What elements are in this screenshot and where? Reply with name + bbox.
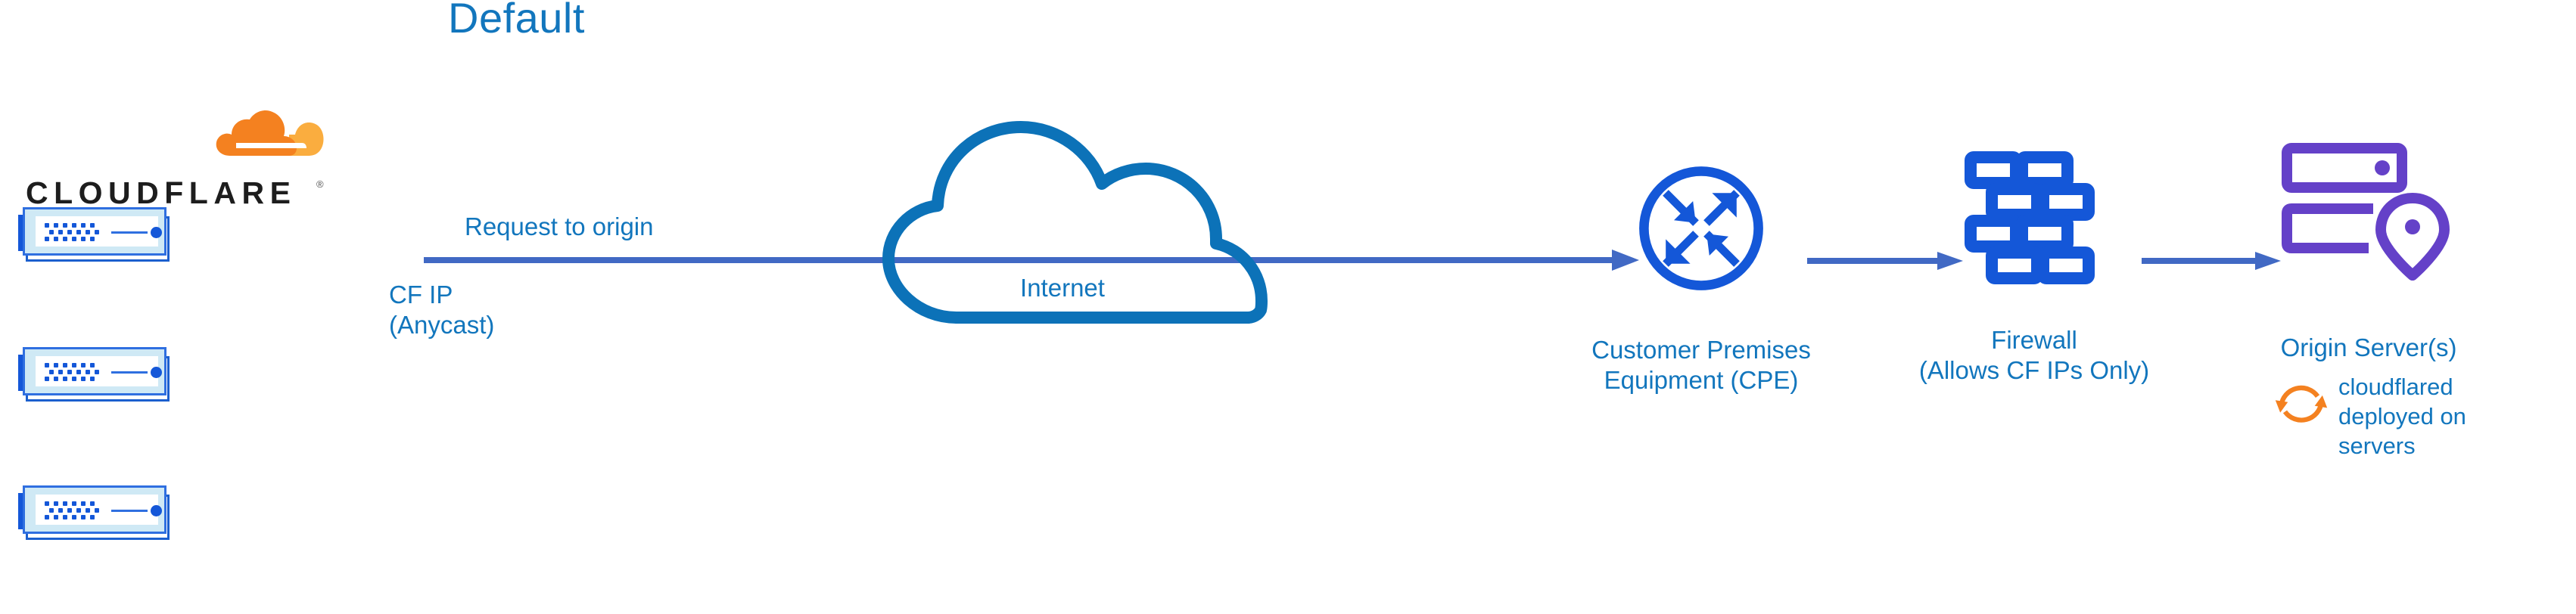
rack-vents-icon — [45, 501, 104, 519]
server-rack-icon — [9, 344, 173, 405]
rack-led-icon — [151, 367, 162, 378]
internet-cloud-icon — [835, 98, 1290, 325]
cloudflare-wordmark: CLOUDFLARE — [26, 175, 297, 210]
internet-label: Internet — [1020, 274, 1105, 302]
rack-vents-icon — [45, 363, 104, 381]
origin-server-label: Origin Server(s) — [2280, 333, 2457, 361]
rack-face — [36, 216, 162, 247]
firewall-to-origin-arrow — [2142, 251, 2285, 271]
request-to-origin-arrow — [424, 250, 1642, 272]
page-title: Default — [448, 0, 585, 42]
rack-status-line — [111, 231, 148, 234]
rack-led-icon — [151, 227, 162, 238]
cpe-to-firewall-arrow — [1807, 251, 1969, 271]
cf-ip-anycast-label: CF IP (Anycast) — [389, 281, 495, 339]
sync-arrows-icon — [2273, 374, 2330, 432]
request-to-origin-label: Request to origin — [465, 212, 654, 240]
brick-wall-icon — [1958, 142, 2110, 293]
cloudflared-annotation-label: cloudflared deployed on servers — [2338, 374, 2466, 459]
origin-server-pin-icon — [2278, 136, 2452, 287]
router-arrows-circle-icon — [1633, 160, 1769, 296]
rack-body — [23, 485, 166, 534]
server-rack-icon — [9, 204, 173, 265]
server-rack-icon — [9, 482, 173, 543]
firewall-label: Firewall (Allows CF IPs Only) — [1918, 326, 2150, 384]
rack-face — [36, 495, 162, 525]
rack-led-icon — [151, 505, 162, 516]
rack-status-line — [111, 371, 148, 374]
rack-face — [36, 356, 162, 386]
rack-body — [23, 347, 166, 395]
registered-trademark-symbol: ® — [316, 178, 324, 190]
rack-vents-icon — [45, 223, 104, 241]
rack-body — [23, 207, 166, 256]
cloudflare-cloud-mark-icon — [183, 106, 327, 174]
cloudflare-logo: CLOUDFLARE ® — [26, 106, 328, 210]
cpe-label: Customer Premises Equipment (CPE) — [1591, 336, 1811, 394]
rack-status-line — [111, 510, 148, 512]
